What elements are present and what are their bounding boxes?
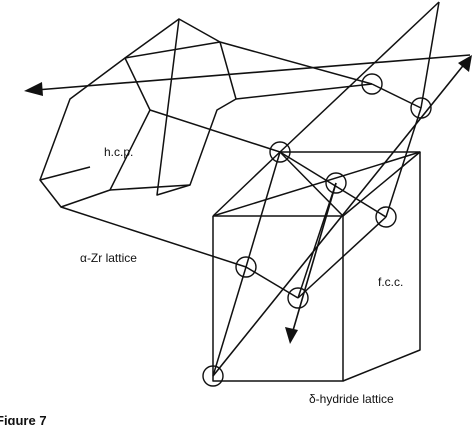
atom-sites	[202, 73, 432, 387]
delta-hydride-lattice-label: δ-hydride lattice	[309, 392, 394, 406]
hcp-label: h.c.p.	[104, 145, 133, 159]
atom-site-7	[287, 287, 309, 309]
fcc-top-face	[212, 151, 421, 217]
hcp-front-hexagon	[39, 57, 151, 208]
atom-site-2	[410, 97, 432, 119]
fcc-front-face	[212, 215, 344, 382]
fcc-top-diagonal-2	[279, 151, 344, 217]
fcc-axis-arrow	[212, 55, 472, 377]
atom-site-1	[361, 73, 383, 95]
figure-caption: Figure 7	[0, 413, 47, 425]
atom-site-3	[269, 141, 291, 163]
connecting-lines	[212, 1, 440, 377]
fcc-right-face	[342, 152, 421, 382]
atom-site-6	[235, 256, 257, 278]
fcc-label: f.c.c.	[378, 275, 403, 289]
fcc-cube	[212, 151, 421, 382]
hcp-axis-arrow	[24, 54, 471, 96]
short-down-arrow	[285, 182, 337, 344]
alpha-zr-lattice-label: α-Zr lattice	[80, 251, 137, 265]
atom-site-8	[202, 365, 224, 387]
atom-site-4	[325, 172, 347, 194]
atom-site-5	[375, 206, 397, 228]
